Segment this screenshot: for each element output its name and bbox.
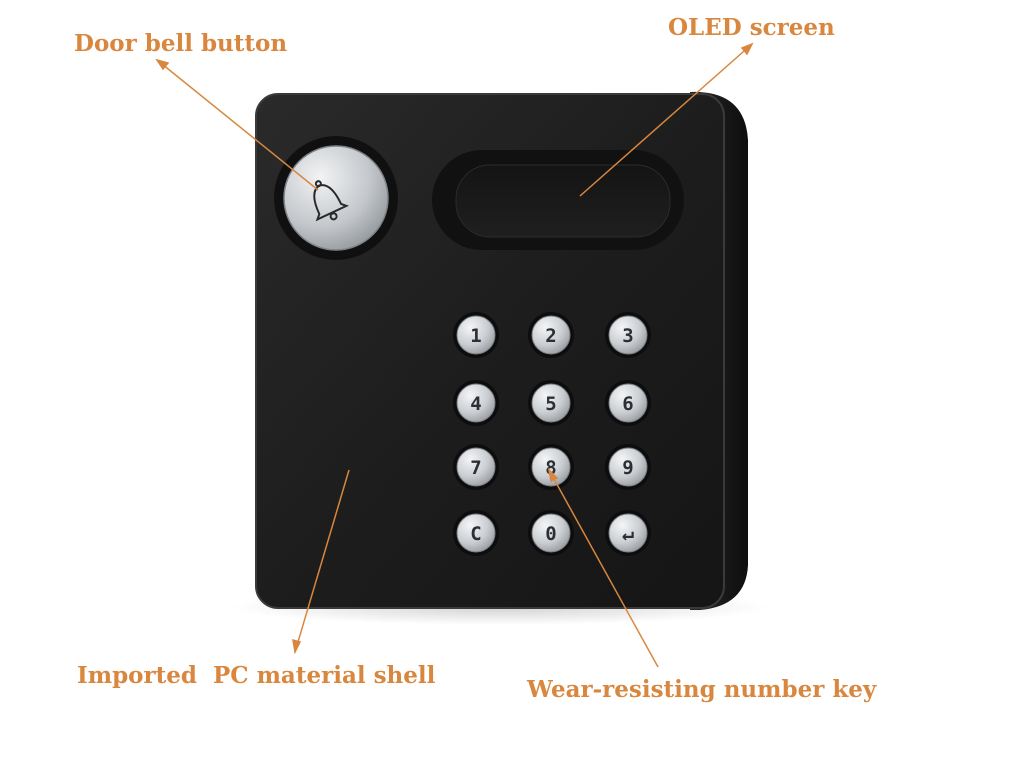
keypad-key[interactable]: 6 [605, 380, 651, 426]
keypad-key[interactable]: 2 [528, 312, 574, 358]
arrow-number-key [548, 469, 659, 668]
keypad-key-cap [608, 383, 648, 423]
keypad-key-label: 3 [622, 325, 633, 347]
bell-icon [313, 180, 350, 222]
keypad-key-label: 7 [470, 457, 481, 479]
keypad-key-label: 9 [622, 457, 633, 479]
device-edge [255, 93, 725, 609]
door-bell-cap [283, 145, 389, 251]
arrowhead-shell [292, 638, 302, 655]
oled-screen-glass [455, 164, 671, 238]
arrow-shell [294, 469, 350, 653]
callout-number-key: Wear-resisting number key [527, 676, 877, 703]
keypad-key-label: 8 [545, 457, 556, 479]
keypad-key[interactable]: 7 [453, 444, 499, 490]
keypad-key[interactable]: 0 [528, 510, 574, 556]
keypad-key-cap [608, 447, 648, 487]
arrowhead-number-key [547, 467, 559, 483]
arrow-oled [579, 43, 753, 197]
callout-pc-shell: Imported PC material shell [77, 662, 436, 689]
keypad-key-cap [531, 315, 571, 355]
keypad-key-label: C [470, 523, 481, 545]
arrowhead-door-bell [155, 58, 170, 71]
keypad-key-cap [456, 447, 496, 487]
keypad-key[interactable]: 1 [453, 312, 499, 358]
keypad-key-label: 0 [545, 523, 556, 545]
keypad-key-label: 5 [545, 393, 556, 415]
keypad-key-cap [531, 513, 571, 553]
keypad-key-cap [531, 383, 571, 423]
keypad-key[interactable]: ↵ [605, 510, 651, 556]
keypad-key[interactable]: C [453, 510, 499, 556]
arrow-door-bell [156, 59, 319, 191]
keypad-key[interactable]: 5 [528, 380, 574, 426]
callout-door-bell-button: Door bell button [74, 30, 288, 57]
keypad-key-label: 1 [470, 325, 481, 347]
keypad-key[interactable]: 9 [605, 444, 651, 490]
door-bell-button[interactable] [274, 136, 398, 260]
enter-arrow-icon: ↵ [622, 521, 634, 545]
callout-arrows [155, 42, 754, 668]
callout-oled-screen: OLED screen [668, 14, 835, 41]
oled-screen [432, 150, 684, 250]
keypad-key-cap [456, 315, 496, 355]
keypad-key-cap [608, 315, 648, 355]
arrowhead-oled [740, 42, 754, 56]
keypad-key-label: 2 [545, 325, 556, 347]
keypad-key-cap [456, 513, 496, 553]
keypad-key[interactable]: 3 [605, 312, 651, 358]
keypad-key-label: 6 [622, 393, 633, 415]
keypad-key-cap [531, 447, 571, 487]
keypad-key-cap [456, 383, 496, 423]
keypad-key-cap [608, 513, 648, 553]
keypad-key-label: 4 [470, 393, 481, 415]
keypad: 1 2 3 4 5 6 7 8 9C 0 ↵ [453, 312, 651, 556]
keypad-key[interactable]: 4 [453, 380, 499, 426]
keypad-key[interactable]: 8 [528, 444, 574, 490]
